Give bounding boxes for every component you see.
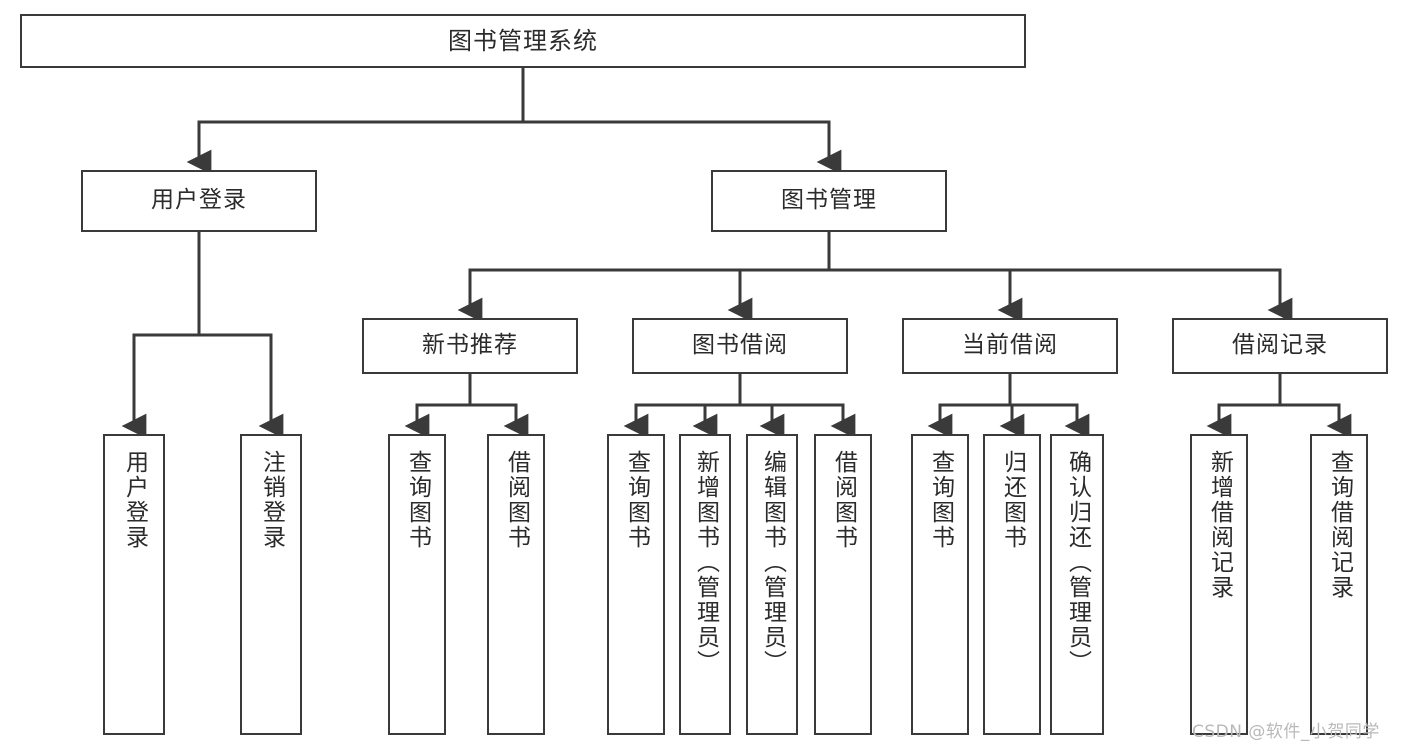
node-user-login-label: 用户登录 (151, 187, 247, 214)
node-new-book-recommend[interactable]: 新书推荐 (362, 318, 578, 374)
leaf-query-borrow-record[interactable]: 查询借阅记录 (1310, 434, 1368, 735)
leaf-edit-book-admin-label: 编辑图书（管理员） (759, 450, 786, 675)
csdn-watermark: CSDN @软件_小贺同学 (1192, 722, 1380, 742)
leaf-query-book-cb[interactable]: 查询图书 (911, 434, 969, 735)
leaf-user-login-label: 用户登录 (121, 450, 148, 550)
node-root[interactable]: 图书管理系统 (20, 14, 1026, 68)
leaf-return-book[interactable]: 归还图书 (983, 434, 1041, 735)
leaf-add-book-admin-label: 新增图书（管理员） (692, 450, 719, 675)
node-book-management-label: 图书管理 (781, 187, 877, 214)
node-current-borrow-label: 当前借阅 (962, 332, 1058, 359)
leaf-borrow-book-nbr-label: 借阅图书 (503, 450, 530, 550)
leaf-logout-label: 注销登录 (258, 450, 285, 550)
leaf-query-book-cb-label: 查询图书 (927, 450, 954, 550)
leaf-add-book-admin[interactable]: 新增图书（管理员） (679, 434, 731, 735)
leaf-borrow-book-bb[interactable]: 借阅图书 (814, 434, 872, 735)
node-book-borrow-label: 图书借阅 (692, 332, 788, 359)
node-user-login[interactable]: 用户登录 (81, 170, 317, 232)
leaf-add-borrow-record[interactable]: 新增借阅记录 (1190, 434, 1248, 735)
node-current-borrow[interactable]: 当前借阅 (902, 318, 1118, 374)
node-root-label: 图书管理系统 (448, 26, 598, 55)
leaf-query-borrow-record-label: 查询借阅记录 (1326, 450, 1353, 600)
node-book-management[interactable]: 图书管理 (711, 170, 947, 232)
leaf-add-borrow-record-label: 新增借阅记录 (1206, 450, 1233, 600)
node-book-borrow[interactable]: 图书借阅 (632, 318, 848, 374)
leaf-borrow-book-bb-label: 借阅图书 (830, 450, 857, 550)
node-borrow-record[interactable]: 借阅记录 (1172, 318, 1388, 374)
leaf-return-book-label: 归还图书 (999, 450, 1026, 550)
leaf-confirm-return-admin[interactable]: 确认归还（管理员） (1050, 434, 1104, 735)
leaf-user-login[interactable]: 用户登录 (103, 434, 165, 735)
node-borrow-record-label: 借阅记录 (1232, 332, 1328, 359)
leaf-query-book-bb[interactable]: 查询图书 (607, 434, 665, 735)
node-new-book-recommend-label: 新书推荐 (422, 332, 518, 359)
leaf-borrow-book-nbr[interactable]: 借阅图书 (487, 434, 545, 735)
leaf-query-book-nbr-label: 查询图书 (404, 450, 431, 550)
leaf-edit-book-admin[interactable]: 编辑图书（管理员） (746, 434, 798, 735)
leaf-query-book-nbr[interactable]: 查询图书 (388, 434, 446, 735)
leaf-logout[interactable]: 注销登录 (240, 434, 302, 735)
leaf-confirm-return-admin-label: 确认归还（管理员） (1064, 450, 1091, 675)
leaf-query-book-bb-label: 查询图书 (623, 450, 650, 550)
